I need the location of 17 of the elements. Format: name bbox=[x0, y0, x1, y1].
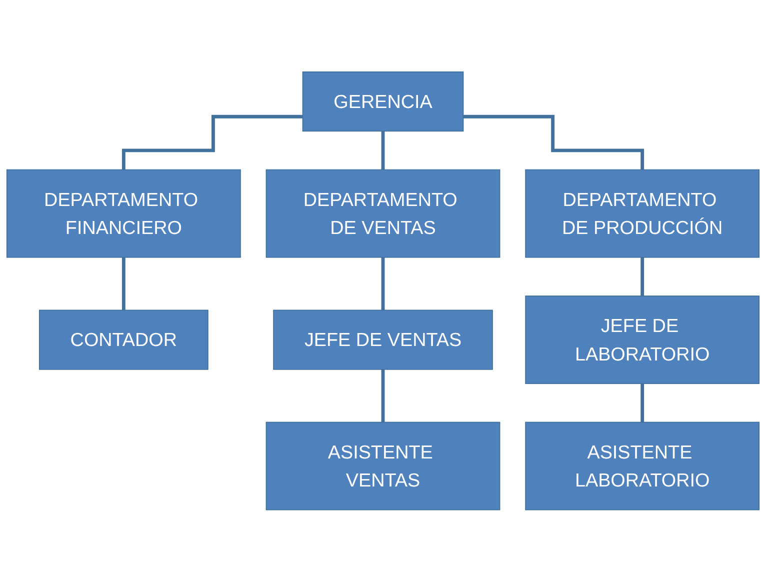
node-box: ASISTENTE VENTAS bbox=[266, 422, 500, 510]
node-box: DEPARTAMENTO FINANCIERO bbox=[6, 169, 241, 258]
node-box: JEFE DE VENTAS bbox=[273, 310, 493, 370]
node-box: ASISTENTE LABORATORIO bbox=[525, 422, 760, 510]
node-box: DEPARTAMENTO DE VENTAS bbox=[266, 169, 500, 258]
node-box: GERENCIA bbox=[302, 72, 464, 132]
connector bbox=[381, 256, 385, 312]
connector bbox=[640, 256, 644, 298]
connector bbox=[381, 130, 385, 172]
connector bbox=[463, 115, 644, 172]
connector bbox=[122, 256, 126, 312]
node-box: JEFE DE LABORATORIO bbox=[525, 296, 760, 384]
node-box: CONTADOR bbox=[38, 310, 208, 370]
connector bbox=[640, 382, 644, 424]
node-box: DEPARTAMENTO DE PRODUCCIÓN bbox=[525, 169, 760, 258]
connector bbox=[381, 368, 385, 424]
connector bbox=[122, 115, 303, 172]
